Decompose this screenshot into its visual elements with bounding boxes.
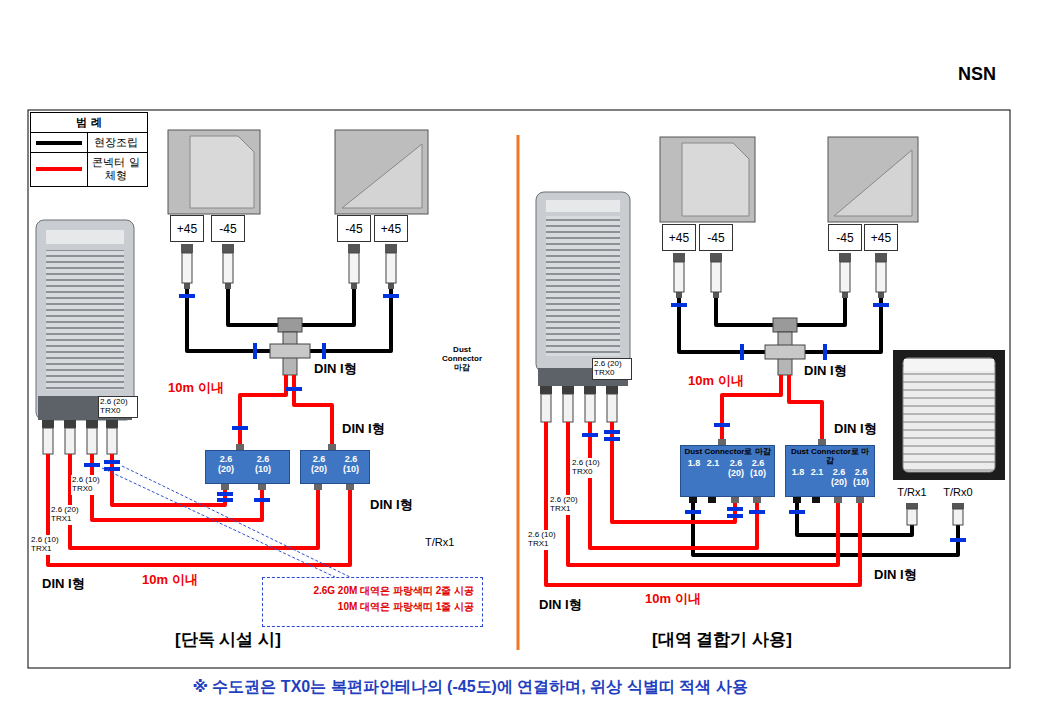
legend-text: 현장조립 — [87, 133, 144, 152]
band-port-label: 1.8 — [788, 468, 808, 478]
dust-connector-note: Dust Connector로 마감 — [683, 448, 772, 457]
antenna-port: -45 — [828, 224, 862, 251]
band-port-label: 2.6 (10) — [336, 455, 366, 475]
port-tag: 2.6 (10) TRX0 — [571, 458, 609, 478]
port-tag: 2.6 (20) TRX0 — [592, 358, 632, 380]
antenna-port: +45 — [864, 224, 898, 251]
band-port-label: 1.8 — [684, 459, 704, 469]
band-port-label: 2.6 (10) — [248, 455, 278, 475]
port-tag: 2.6 (20) TRX1 — [549, 495, 587, 515]
antenna-port: -45 — [337, 215, 371, 242]
legend-text: 콘넥터 일체형 — [87, 153, 144, 185]
band-port-label: 2.6 (20) — [211, 455, 241, 475]
band-combiner: Dust Connector로 마감 1.82.12.6 (20)2.6 (10) — [785, 445, 875, 497]
polarization-label: -45 — [836, 231, 853, 245]
polarization-label: +45 — [381, 222, 401, 236]
splitter-box: 2.6 (20) 2.6 (10) — [205, 450, 290, 484]
band-port-label: 2.6 (20) — [829, 468, 849, 488]
antenna-port: +45 — [662, 224, 696, 251]
caption: ※ 수도권은 TX0는 복편파안테나의 (-45도)에 연결하며, 위상 식별띠… — [192, 678, 747, 696]
port-tag: 2.6 (10) TRX1 — [30, 535, 68, 555]
legend-row: 현장조립 — [31, 133, 147, 153]
antenna-port: -45 — [211, 215, 245, 242]
connector-type: DIN I형 — [832, 422, 879, 437]
connector-type: DIN I형 — [802, 364, 849, 379]
legend-line — [31, 163, 87, 175]
note-text: 10M 대역은 파랑색띠 1줄 시공 — [271, 599, 474, 615]
cable-length: 10m 이내 — [166, 381, 226, 396]
legend-line-sample — [36, 141, 82, 145]
polarization-label: -45 — [707, 231, 724, 245]
port-name: T/Rx0 — [942, 486, 973, 499]
port-name: T/Rx1 — [424, 536, 455, 549]
port-name: T/Rx1 — [896, 486, 927, 499]
legend-box: 범 례현장조립콘넥터 일체형 — [30, 112, 148, 187]
connector-type: DIN I형 — [312, 362, 359, 377]
port-tag: 2.6 (20) TRX0 — [98, 396, 138, 418]
polarization-label: -45 — [219, 222, 236, 236]
band-port-label: 2.6 (20) — [304, 455, 334, 475]
band-port-label: 2.1 — [807, 468, 827, 478]
polarization-label: +45 — [177, 222, 197, 236]
legend-line-sample — [36, 167, 82, 171]
vendor-name: NSN — [958, 64, 996, 85]
legend-title: 범 례 — [31, 115, 147, 130]
connector-type: DIN I형 — [872, 568, 919, 583]
legend-row: 콘넥터 일체형 — [31, 153, 147, 185]
connector-type: DIN I형 — [368, 498, 415, 513]
dust-connector-note: Dust Connector로 마감 — [788, 448, 872, 466]
antenna-port: -45 — [699, 224, 733, 251]
port-tag: 2.6 (20) TRX1 — [50, 505, 88, 525]
cable-length: 10m 이내 — [686, 374, 746, 389]
band-combiner: Dust Connector로 마감 1.82.12.6 (20)2.6 (10) — [680, 445, 775, 497]
band-port-label: 2.1 — [703, 459, 723, 469]
connector-type: DIN I형 — [40, 577, 87, 592]
band-port-label: 2.6 (10) — [748, 459, 768, 479]
band-port-label: 2.6 (10) — [851, 468, 871, 488]
dust-connector-note: Dust Connector 마감 — [438, 346, 486, 372]
polarization-label: -45 — [345, 222, 362, 236]
section-title: [단독 시설 시] — [175, 630, 281, 650]
port-tag: 2.6 (10) TRX1 — [527, 530, 565, 550]
connector-type: DIN I형 — [340, 422, 387, 437]
antenna-port: +45 — [170, 215, 204, 242]
note-text: 2.6G 20M 대역은 파랑색띠 2줄 시공 — [271, 583, 474, 599]
port-tag: 2.6 (10) TRX0 — [71, 475, 109, 495]
splitter-box: 2.6 (20)2.6 (10) — [300, 450, 370, 484]
note-box: 2.6G 20M 대역은 파랑색띠 2줄 시공10M 대역은 파랑색띠 1줄 시… — [262, 577, 483, 627]
connector-type: DIN I형 — [537, 598, 584, 613]
polarization-label: +45 — [871, 231, 891, 245]
cable-length: 10m 이내 — [140, 573, 200, 588]
legend-header: 범 례 — [31, 113, 147, 133]
cable-length: 10m 이내 — [643, 592, 703, 607]
legend-line — [31, 137, 87, 149]
antenna-port: +45 — [374, 215, 408, 242]
band-port-label: 2.6 (20) — [726, 459, 746, 479]
section-title: [대역 결합기 사용] — [652, 630, 792, 650]
polarization-label: +45 — [669, 231, 689, 245]
